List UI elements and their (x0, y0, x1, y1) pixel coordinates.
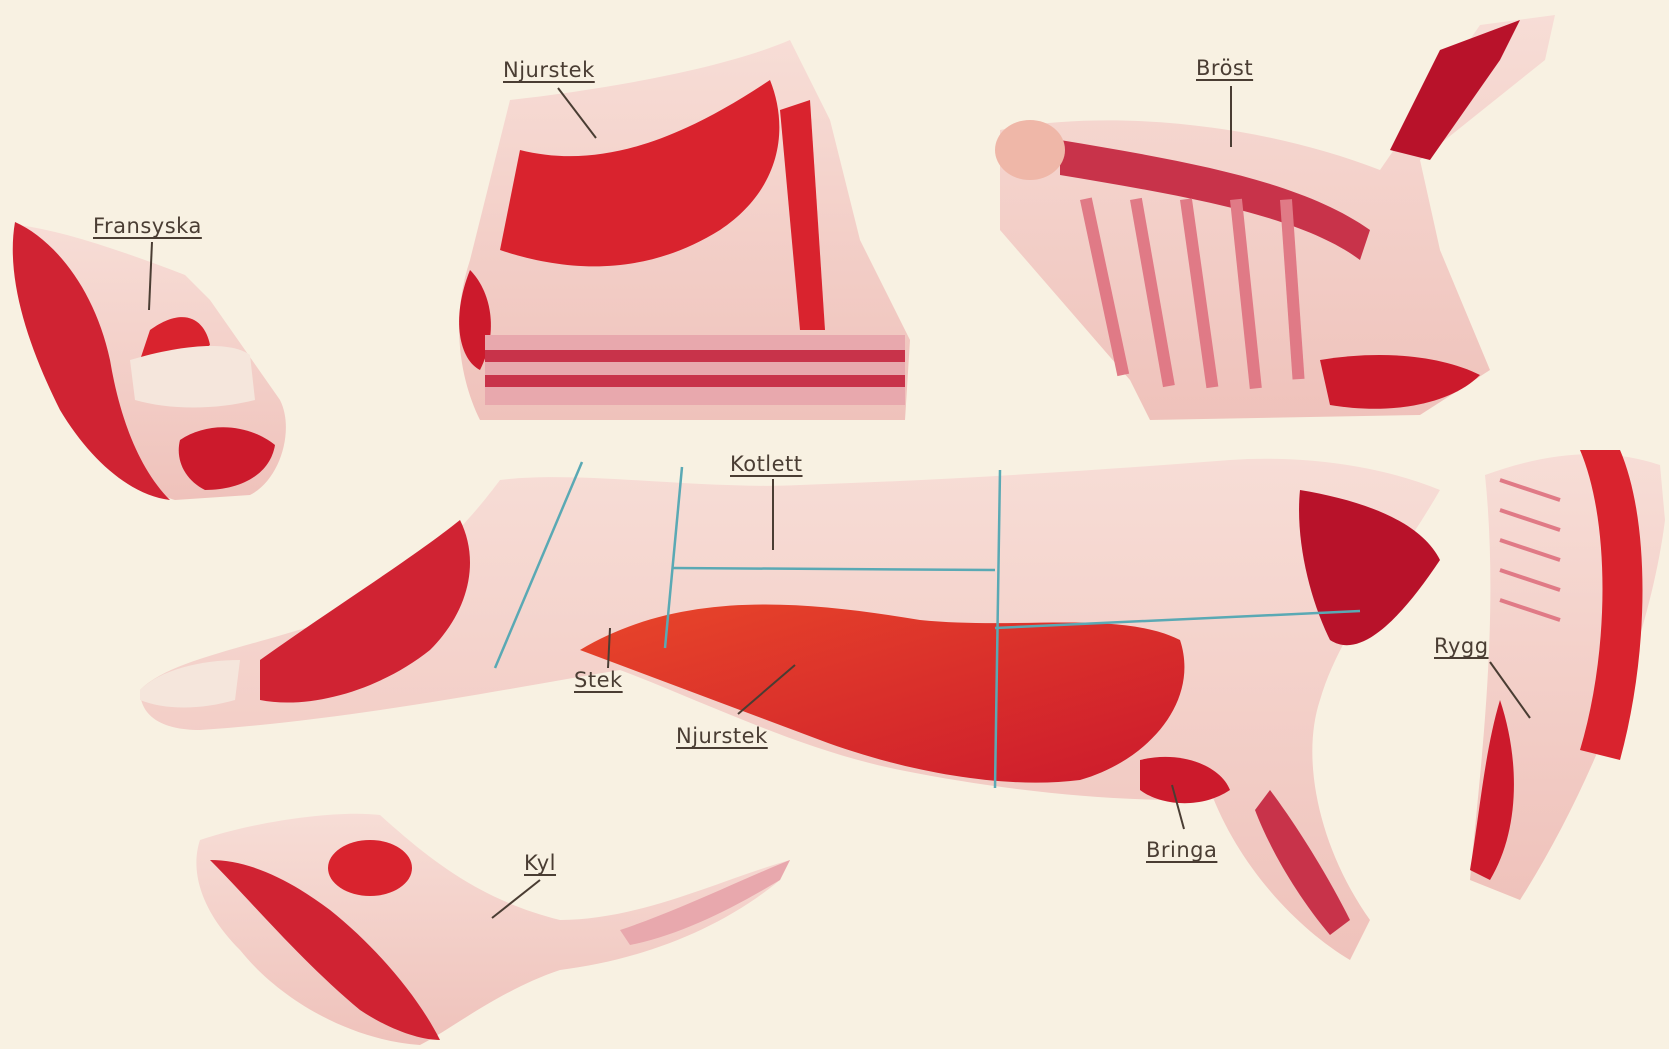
label-njurstek-mid: Njurstek (676, 724, 768, 748)
label-brost: Bröst (1196, 56, 1253, 80)
kyl-cut (196, 814, 790, 1045)
label-kyl: Kyl (524, 851, 556, 875)
label-bringa: Bringa (1146, 838, 1217, 862)
fransyska-cut (13, 222, 286, 500)
label-stek: Stek (574, 668, 623, 692)
njurstek-top-cut (459, 40, 910, 420)
label-fransyska: Fransyska (93, 214, 202, 238)
label-kotlett: Kotlett (730, 452, 803, 476)
brost-cut (995, 15, 1555, 420)
label-njurstek-top: Njurstek (503, 58, 595, 82)
label-rygg: Rygg (1434, 634, 1489, 658)
